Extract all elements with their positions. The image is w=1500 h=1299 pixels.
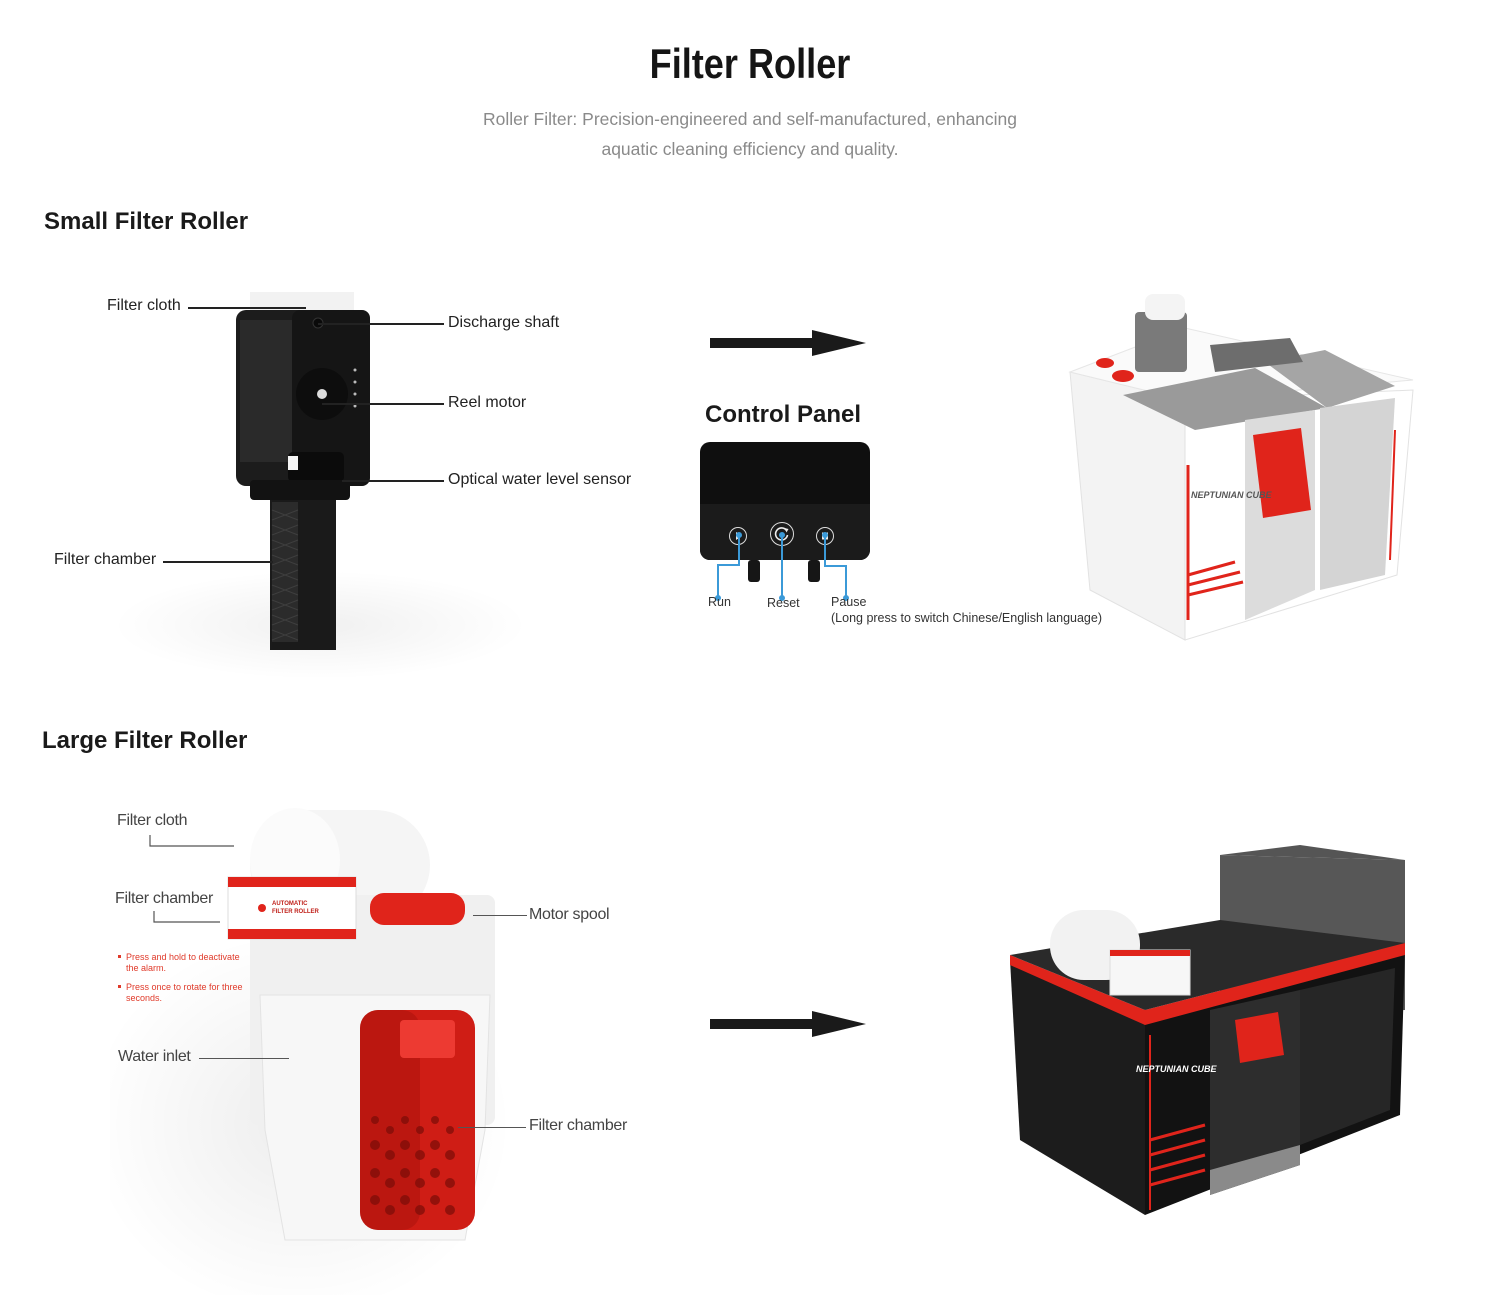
large-filter-roller-image: AUTOMATIC FILTER ROLLER xyxy=(110,785,530,1295)
alarm-notes: Press and hold to deactivate the alarm. … xyxy=(118,952,248,1004)
subtitle-line-2: aquatic cleaning efficiency and quality. xyxy=(601,139,899,159)
leader-filter-chamber-bottom xyxy=(458,1127,526,1129)
leader-discharge-shaft xyxy=(318,323,444,325)
page-title: Filter Roller xyxy=(649,40,851,87)
roller-side-frame xyxy=(240,320,292,462)
large-callout-filter-chamber-bottom: Filter chamber xyxy=(529,1117,628,1134)
small-filter-roller-heading: Small Filter Roller xyxy=(44,208,249,235)
control-panel-device xyxy=(700,442,870,582)
arrow-right-icon xyxy=(710,1011,866,1037)
black-sump-svg: NEPTUNIAN CUBE xyxy=(1010,845,1405,1215)
callout-discharge-shaft: Discharge shaft xyxy=(448,314,560,331)
small-roller-svg xyxy=(236,292,370,650)
callout-optical-sensor: Optical water level sensor xyxy=(448,471,632,488)
leader-filter-chamber xyxy=(163,561,273,563)
motor-spool xyxy=(370,893,465,925)
large-callout-filter-chamber-top: Filter chamber xyxy=(115,890,214,907)
white-sump-svg: NEPTUNIAN CUBE xyxy=(1068,294,1414,641)
module-label-line2: FILTER ROLLER xyxy=(272,909,320,915)
bullet-icon xyxy=(118,985,121,988)
callout-filter-cloth: Filter cloth xyxy=(107,297,181,314)
leader-water-inlet xyxy=(199,1058,289,1060)
leader-optical-sensor xyxy=(342,480,444,482)
black-sump-image: NEPTUNIAN CUBE xyxy=(1000,840,1415,1220)
large-roller-svg: AUTOMATIC FILTER ROLLER xyxy=(227,808,495,1241)
reset-icon xyxy=(774,527,789,541)
leader-motor-spool xyxy=(473,915,527,917)
large-callout-motor-spool: Motor spool xyxy=(529,906,610,923)
run-label: Run xyxy=(708,595,731,609)
pause-label: Pause xyxy=(831,595,867,609)
roller-collar xyxy=(250,480,350,500)
optical-sensor-window xyxy=(288,452,344,482)
callout-filter-chamber: Filter chamber xyxy=(54,551,157,568)
module-label-line1: AUTOMATIC xyxy=(272,901,308,907)
bullet-icon xyxy=(118,955,121,958)
black-sump-brand: NEPTUNIAN CUBE xyxy=(1136,1064,1218,1074)
large-filter-roller-heading: Large Filter Roller xyxy=(42,727,248,754)
note-deactivate-alarm: Press and hold to deactivate the alarm. xyxy=(118,952,248,974)
white-sump-image: NEPTUNIAN CUBE xyxy=(1065,290,1420,650)
leader-large-filter-chamber-top xyxy=(153,911,220,923)
white-sump-brand: NEPTUNIAN CUBE xyxy=(1191,490,1273,500)
callout-reel-motor: Reel motor xyxy=(448,394,527,411)
leader-filter-cloth xyxy=(188,307,306,309)
control-panel-heading: Control Panel xyxy=(705,401,862,428)
subtitle-line-1: Roller Filter: Precision-engineered and … xyxy=(482,109,1018,129)
large-callout-water-inlet: Water inlet xyxy=(118,1048,191,1065)
reset-label: Reset xyxy=(767,596,800,610)
control-panel-leaders xyxy=(715,532,849,601)
note-rotate: Press once to rotate for three seconds. xyxy=(118,982,248,1004)
small-filter-roller-image xyxy=(110,280,530,690)
arrow-right-icon xyxy=(710,330,866,356)
leader-reel-motor xyxy=(322,403,444,405)
pause-note: (Long press to switch Chinese/English la… xyxy=(831,611,1102,625)
leader-large-filter-cloth xyxy=(149,835,234,847)
reel-motor-hub xyxy=(317,389,327,399)
large-callout-filter-cloth: Filter cloth xyxy=(117,812,188,829)
page-subtitle: Roller Filter: Precision-engineered and … xyxy=(0,104,1500,164)
